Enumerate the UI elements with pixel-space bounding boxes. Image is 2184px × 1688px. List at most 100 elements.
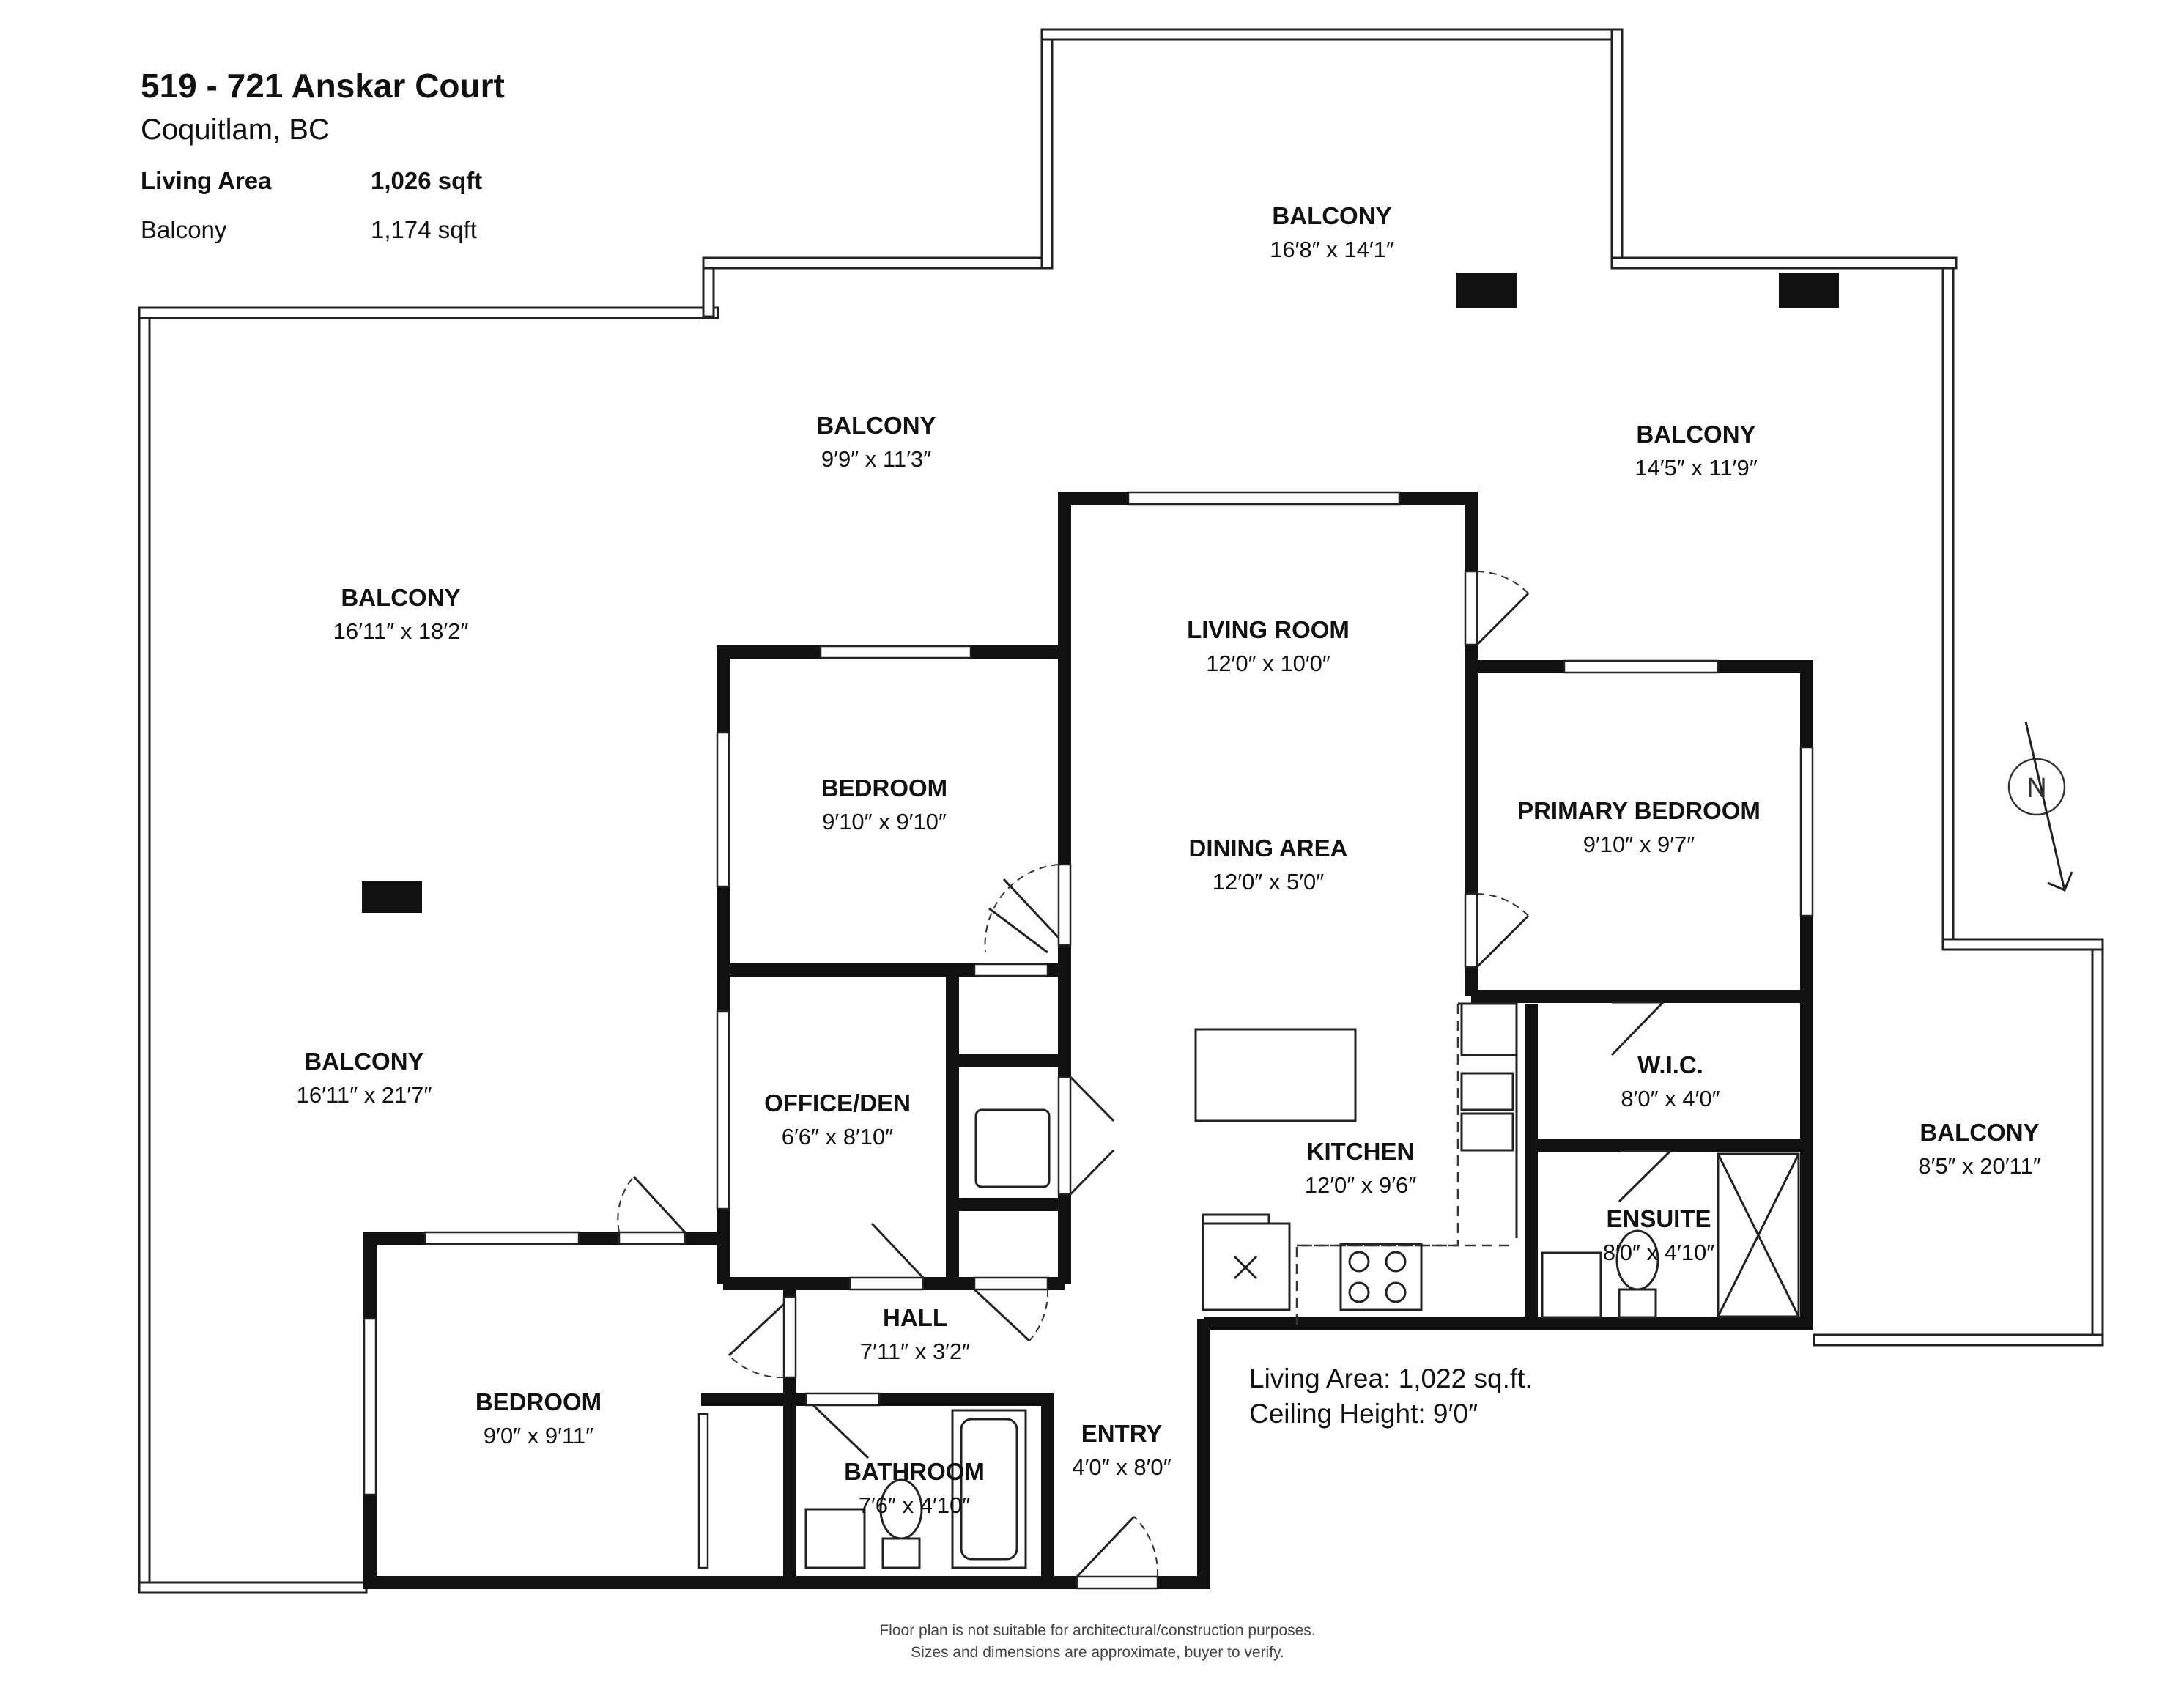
washer-dryer: [974, 1108, 1051, 1188]
ensuite-sink: [1541, 1251, 1602, 1319]
railing-segment: [138, 1581, 368, 1594]
door-leaf: [988, 907, 1048, 954]
room-dimension: 4′0″ x 8′0″: [1072, 1454, 1171, 1480]
bathtub: [951, 1409, 1027, 1569]
burner: [1385, 1281, 1407, 1303]
disclaimer: Floor plan is not suitable for architect…: [879, 1622, 1315, 1661]
room-dimension: 12′0″ x 5′0″: [1213, 869, 1325, 895]
room-name: BALCONY: [1636, 421, 1755, 448]
compass-needle: [2024, 721, 2066, 891]
wall: [1058, 492, 1478, 733]
room-dimension: 6′6″ x 8′10″: [782, 1124, 894, 1150]
windows: [363, 491, 1814, 1590]
column: [1456, 273, 1517, 308]
property-city: Coquitlam, BC: [141, 114, 330, 146]
room-name: W.I.C.: [1637, 1051, 1703, 1078]
room-name: DINING AREA: [1189, 834, 1348, 862]
room-dimension: 12′0″ x 9′6″: [1305, 1172, 1417, 1198]
fridge-top: [1202, 1213, 1270, 1225]
wall: [701, 1393, 1054, 1582]
railing-segment: [1040, 28, 1624, 41]
room-name: BALCONY: [341, 584, 460, 611]
shower-line: [1717, 1153, 1760, 1236]
living-area-note: Living Area: 1,022 sq.ft.: [1249, 1363, 1533, 1393]
room-name: BALCONY: [1272, 202, 1391, 229]
structural-columns: [362, 273, 1839, 913]
doors: [617, 570, 1672, 1578]
living-area-label: Living Area: [141, 167, 272, 194]
door-opening: [973, 1276, 1049, 1291]
property-address: 519 - 721 Anskar Court: [141, 67, 505, 105]
room-name: LIVING ROOM: [1187, 616, 1350, 643]
burner: [1348, 1251, 1370, 1273]
counter-outline: [1295, 1004, 1459, 1326]
toilet-bowl: [879, 1478, 923, 1540]
door-leaf: [1002, 878, 1060, 939]
window: [716, 1010, 730, 1210]
wall: [879, 1323, 1210, 1589]
balcony-area-value: 1,174 sqft: [371, 216, 477, 243]
shower: [1717, 1152, 1800, 1318]
door-swing: [1476, 893, 1529, 917]
room-name: BEDROOM: [475, 1388, 601, 1415]
door-leaf: [1618, 1150, 1672, 1203]
door-opening: [973, 963, 1049, 977]
room-dimension: 16′11″ x 21′7″: [297, 1082, 432, 1108]
fridge-mark: [1233, 1255, 1258, 1280]
room-dimension: 9′0″ x 9′11″: [484, 1423, 593, 1448]
railing-segment: [138, 316, 151, 1594]
door-leaf: [1076, 1515, 1136, 1578]
door-opening: [1464, 892, 1478, 969]
door-swing: [984, 864, 1059, 953]
door-leaf: [870, 1222, 925, 1279]
room-dimension: 9′10″ x 9′7″: [1583, 832, 1695, 857]
stove: [1339, 1243, 1423, 1311]
door-opening: [848, 1276, 925, 1291]
door-leaf: [1069, 1149, 1115, 1196]
balcony-railings: [138, 28, 2104, 1594]
room-dimension: 8′0″ x 4′0″: [1621, 1086, 1720, 1111]
door-leaf: [1476, 914, 1530, 969]
column: [362, 881, 422, 913]
room-labels: BALCONY 16′8″ x 14′1″ BALCONY 9′9″ x 11′…: [297, 202, 2041, 1518]
compass-arrow: [2047, 871, 2073, 892]
railing-segment: [2091, 948, 2104, 1347]
column: [1779, 273, 1839, 308]
room-name: PRIMARY BEDROOM: [1517, 797, 1761, 824]
living-area-value: 1,026 sqft: [371, 167, 482, 194]
door-swing: [1029, 1289, 1049, 1341]
window: [819, 645, 972, 659]
railing-segment: [1040, 28, 1054, 270]
railing-segment: [1610, 256, 1958, 270]
fixtures: [804, 1002, 1800, 1569]
window: [1799, 746, 1814, 917]
disclaimer-line-2: Sizes and dimensions are approximate, bu…: [911, 1644, 1284, 1661]
burner: [1348, 1281, 1370, 1303]
door-opening: [1057, 863, 1072, 947]
door-leaf: [973, 1288, 1031, 1342]
door-leaf: [812, 1404, 870, 1459]
room-name: BALCONY: [1920, 1119, 2039, 1146]
ceiling-height-note: Ceiling Height: 9′0″: [1249, 1399, 1478, 1429]
room-name: ENSUITE: [1606, 1205, 1711, 1232]
railing-segment: [1813, 1333, 2104, 1347]
railing-segment: [1610, 28, 1624, 262]
door-leaf: [1610, 1001, 1665, 1056]
door-swing: [617, 1176, 634, 1233]
window: [1076, 1575, 1159, 1590]
balcony-area-label: Balcony: [141, 216, 227, 243]
door-leaf: [1476, 592, 1530, 646]
room-name: OFFICE/DEN: [764, 1089, 911, 1117]
room-dimension: 14′5″ x 11′9″: [1635, 455, 1757, 481]
room-dimension: 9′9″ x 11′3″: [821, 446, 931, 472]
disclaimer-line-1: Floor plan is not suitable for architect…: [879, 1622, 1315, 1639]
compass-circle: [2007, 758, 2066, 816]
railing-segment: [1941, 938, 2104, 951]
door-opening: [618, 1231, 686, 1245]
room-name: KITCHEN: [1307, 1138, 1415, 1165]
shower-line: [1757, 1234, 1800, 1317]
shower-line: [1757, 1153, 1800, 1236]
room-dimension: 8′0″ x 4′10″: [1603, 1240, 1715, 1265]
plan-notes: Living Area: 1,022 sq.ft. Ceiling Height…: [1249, 1363, 1533, 1429]
